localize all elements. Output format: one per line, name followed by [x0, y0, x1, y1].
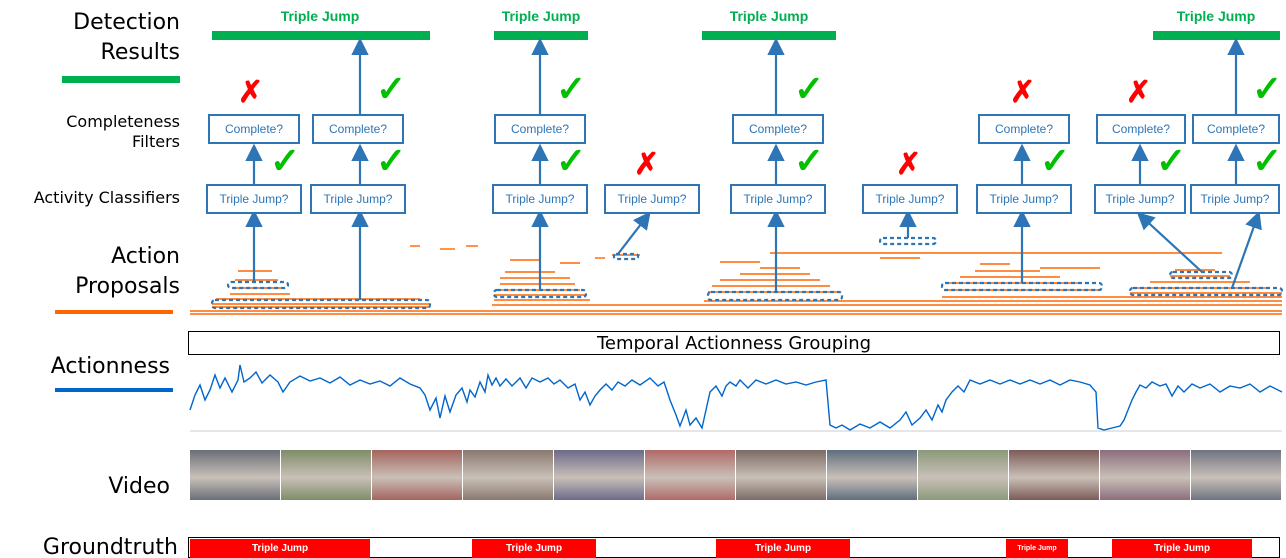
accept-mark: ✓ — [270, 140, 301, 181]
classifier-box-5: Triple Jump? — [730, 184, 826, 214]
video-label: Video — [108, 474, 170, 499]
completeness-box-5: Complete? — [978, 114, 1070, 144]
detection-results-label: Detection Results — [30, 8, 180, 68]
actionness-curve — [189, 364, 1283, 431]
activity-classifiers-label: Activity Classifiers — [33, 188, 180, 207]
actionness-label: Actionness — [50, 354, 170, 379]
action-proposals-label: Action Proposals — [30, 242, 180, 302]
proposals-label-line2: Proposals — [75, 274, 180, 299]
classifier-box-2: Triple Jump? — [310, 184, 406, 214]
classifier-box-4: Triple Jump? — [604, 184, 700, 214]
accept-mark: ✓ — [556, 140, 587, 181]
video-strip — [190, 450, 1282, 500]
detection-bar-3 — [702, 31, 836, 40]
groundtruth-segment-2: Triple Jump — [472, 539, 596, 558]
accept-mark: ✓ — [1252, 140, 1283, 181]
proposals-legend-line — [55, 310, 173, 314]
classifier-box-9: Triple Jump? — [1190, 184, 1280, 214]
video-frame — [190, 450, 281, 500]
detection-label-4: Triple Jump — [1176, 8, 1256, 24]
grouping-box: Temporal Actionness Grouping — [188, 331, 1280, 355]
groundtruth-segment-1: Triple Jump — [190, 539, 370, 558]
accept-mark: ✓ — [1252, 68, 1283, 109]
detection-legend-line — [62, 76, 180, 83]
reject-mark: ✗ — [634, 148, 660, 181]
video-frame — [827, 450, 918, 500]
completeness-box-7: Complete? — [1192, 114, 1280, 144]
detection-label-1: Triple Jump — [280, 8, 360, 24]
accept-mark: ✓ — [376, 68, 407, 109]
completeness-box-1: Complete? — [208, 114, 300, 144]
accept-mark: ✓ — [794, 140, 825, 181]
groundtruth-segment-4: Triple Jump — [1006, 539, 1068, 558]
accept-mark: ✓ — [556, 68, 587, 109]
classifier-box-1: Triple Jump? — [206, 184, 302, 214]
video-frame — [1009, 450, 1100, 500]
accept-mark: ✓ — [1040, 140, 1071, 181]
proposals-label-line1: Action — [111, 244, 180, 269]
reject-mark: ✗ — [1010, 76, 1036, 109]
classifier-box-8: Triple Jump? — [1094, 184, 1186, 214]
accept-mark: ✓ — [376, 140, 407, 181]
video-frame — [918, 450, 1009, 500]
detection-bar-2 — [494, 31, 588, 40]
detection-label-line1: Detection — [73, 10, 180, 35]
completeness-box-4: Complete? — [732, 114, 824, 144]
classifier-box-3: Triple Jump? — [492, 184, 588, 214]
video-frame — [736, 450, 827, 500]
completeness-label-line2: Filters — [132, 132, 180, 151]
groundtruth-label: Groundtruth — [42, 535, 178, 558]
actionness-legend-line — [55, 388, 173, 392]
proposal-lines — [190, 245, 1282, 315]
detection-bar-4 — [1153, 31, 1280, 40]
accept-mark: ✓ — [1156, 140, 1187, 181]
groundtruth-segment-5: Triple Jump — [1112, 539, 1252, 558]
video-frame — [1100, 450, 1191, 500]
reject-mark: ✗ — [1126, 76, 1152, 109]
video-frame — [554, 450, 645, 500]
completeness-filters-label: Completeness Filters — [20, 112, 180, 152]
detection-label-line2: Results — [100, 40, 180, 65]
video-frame — [645, 450, 736, 500]
detection-label-2: Triple Jump — [501, 8, 581, 24]
completeness-label-line1: Completeness — [66, 112, 180, 131]
classifier-box-7: Triple Jump? — [976, 184, 1072, 214]
video-frame — [463, 450, 554, 500]
video-frame — [372, 450, 463, 500]
detection-bar-1 — [212, 31, 430, 40]
video-frame — [281, 450, 372, 500]
detection-label-3: Triple Jump — [729, 8, 809, 24]
classifier-box-6: Triple Jump? — [862, 184, 958, 214]
reject-mark: ✗ — [238, 76, 264, 109]
reject-mark: ✗ — [896, 148, 922, 181]
accept-mark: ✓ — [794, 68, 825, 109]
completeness-box-2: Complete? — [312, 114, 404, 144]
arrows — [245, 37, 1262, 300]
completeness-box-3: Complete? — [494, 114, 586, 144]
completeness-box-6: Complete? — [1096, 114, 1186, 144]
video-frame — [1191, 450, 1282, 500]
groundtruth-segment-3: Triple Jump — [716, 539, 850, 558]
